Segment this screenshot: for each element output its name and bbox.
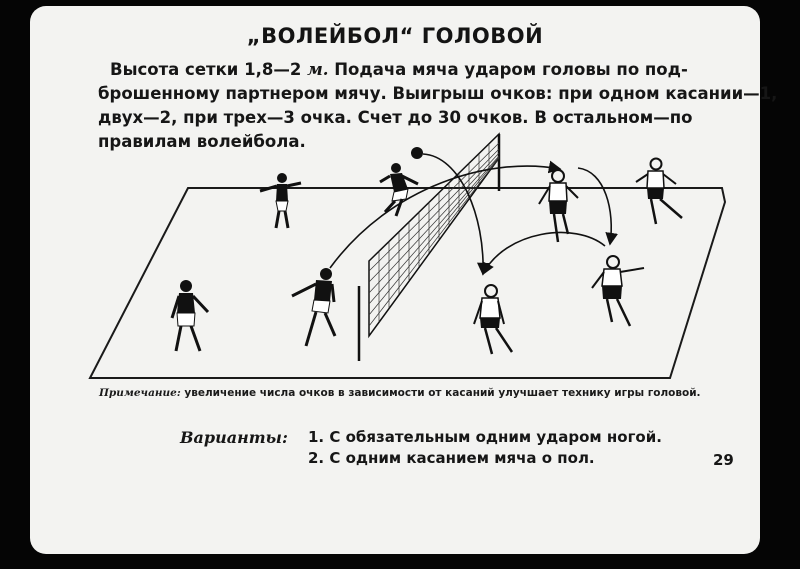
unit-meters: м. [307, 60, 329, 79]
court-outline [88, 187, 727, 379]
slide-frame: „ВОЛЕЙБОЛ“ ГОЛОВОЙ Высота сетки 1,8—2 м.… [30, 6, 778, 554]
rules-description: Высота сетки 1,8—2 м. Подача мяча ударом… [98, 58, 778, 154]
volleyball-net [357, 132, 501, 361]
rules-line-3: двух—2, при трех—3 очка. Счет до 30 очко… [98, 108, 693, 127]
rules-line-1: Высота сетки 1,8—2 м. Подача мяча ударом… [98, 58, 738, 82]
variant-item-1: 1. С обязательным одним ударом ногой. [308, 428, 662, 446]
player-right-front [591, 255, 645, 327]
rules-line-4: правилам волейбола. [98, 132, 306, 151]
page-number: 29 [713, 451, 734, 469]
note-label: Примечание: [99, 387, 181, 399]
player-front-left [170, 280, 210, 352]
player-right-center [473, 284, 514, 355]
ball [411, 147, 423, 159]
court-illustration [88, 132, 727, 379]
player-back-right [635, 157, 683, 225]
ball-trajectory [329, 153, 619, 276]
player-back-left [259, 173, 302, 229]
note: Примечание: увеличение числа очков в зав… [99, 387, 749, 399]
rules-line-2: брошенному партнером мячу. Выигрыш очков… [98, 84, 778, 103]
note-text: увеличение числа очков в зависимости от … [184, 387, 701, 399]
player-jumping-header [379, 163, 419, 217]
slide-title: „ВОЛЕЙБОЛ“ ГОЛОВОЙ [246, 24, 544, 48]
variants-label: Варианты: [180, 428, 288, 447]
rules-line-1-start: Высота сетки 1,8—2 [110, 60, 302, 79]
player-right-mid [538, 169, 579, 243]
variant-item-2: 2. С одним касанием мяча о пол. [308, 449, 595, 467]
rules-line-1-rest: Подача мяча ударом головы по под- [334, 60, 688, 79]
player-near-net [291, 268, 337, 347]
